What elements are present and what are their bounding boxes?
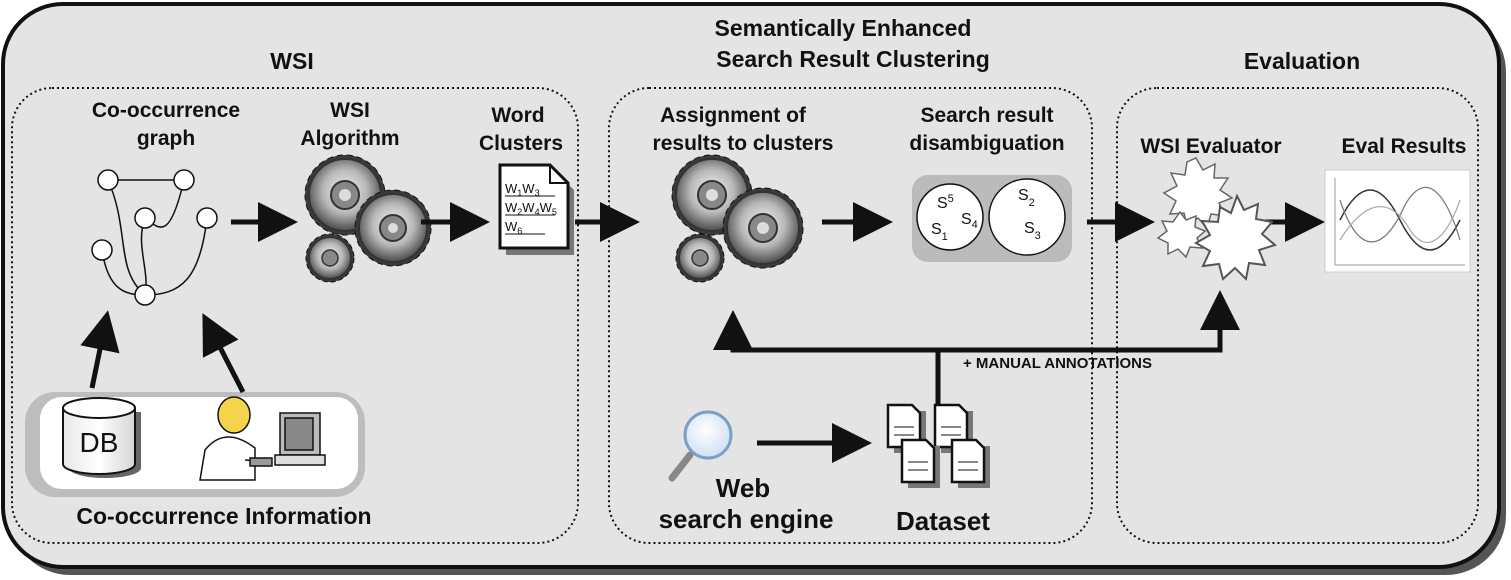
wsi-algorithm-label-2: Algorithm (300, 127, 399, 150)
graph-nodes (91, 169, 218, 306)
eval-results-chart-icon (1324, 169, 1471, 273)
assignment-label-1: Assignment of (660, 104, 807, 127)
assignment-label-2: results to clusters (653, 132, 834, 155)
manual-annotations-label: + MANUAL ANNOTATIONS (963, 355, 1152, 372)
sense-set-right (988, 178, 1066, 256)
word-cluster-line-1: W1W3 (505, 181, 540, 198)
sense-set-left (916, 183, 984, 251)
database-icon (62, 397, 141, 478)
wsi-evaluator-label: WSI Evaluator (1140, 135, 1281, 158)
wsi-evaluator-bursts-icon (1156, 157, 1278, 282)
arrow-db-to-graph (80, 310, 120, 389)
wsi-panel (11, 87, 579, 544)
dataset-documents-icon (886, 403, 990, 488)
disambiguation-label-1: Search result (920, 104, 1053, 127)
cooccurrence-graph-label-2: graph (137, 127, 195, 150)
arrow-user-to-graph (202, 313, 246, 394)
eval-results-label: Eval Results (1342, 135, 1467, 158)
cooccurrence-information-label: Co-occurrence Information (76, 503, 371, 529)
sense-s3: S3 (1024, 220, 1041, 242)
arrow-dataset-to-evaluator (938, 290, 1240, 353)
web-search-label-2: search engine (659, 504, 834, 534)
clustering-title-line1: Semantically Enhanced (715, 15, 972, 41)
web-search-label-1: Web (716, 473, 770, 503)
magnifier-icon (668, 410, 733, 482)
sense-s2: S2 (1018, 187, 1035, 209)
arrow-dataset-to-assignment (713, 310, 941, 405)
wsi-algorithm-label-1: WSI (330, 99, 370, 122)
assignment-gears-icon (671, 154, 804, 283)
outer-panel (1, 2, 1501, 569)
sense-s4: S4 (961, 211, 978, 231)
sense-s1: S1 (931, 221, 948, 243)
word-cluster-line-3: W6 (505, 219, 522, 236)
word-clusters-label-2: Clusters (479, 132, 563, 155)
wsi-section-title: WSI (270, 48, 313, 74)
sense-s5: S5 (937, 193, 954, 212)
user-at-computer-icon (199, 396, 326, 481)
evaluation-section-title: Evaluation (1244, 48, 1360, 74)
disambiguation-box (912, 175, 1072, 262)
clustering-title-line2: Search Result Clustering (716, 46, 990, 72)
db-label: DB (80, 427, 119, 458)
word-cluster-line-2: W2W4W5 (505, 200, 557, 217)
clustering-panel (608, 87, 1093, 544)
wsi-algorithm-gears-icon (304, 154, 432, 283)
disambiguation-label-2: disambiguation (909, 132, 1064, 155)
word-clusters-label-1: Word (491, 104, 544, 127)
word-clusters-document-icon (498, 163, 574, 255)
cooccurrence-graph-label-1: Co-occurrence (92, 99, 240, 122)
evaluation-panel (1116, 87, 1479, 544)
dataset-label: Dataset (896, 506, 990, 536)
